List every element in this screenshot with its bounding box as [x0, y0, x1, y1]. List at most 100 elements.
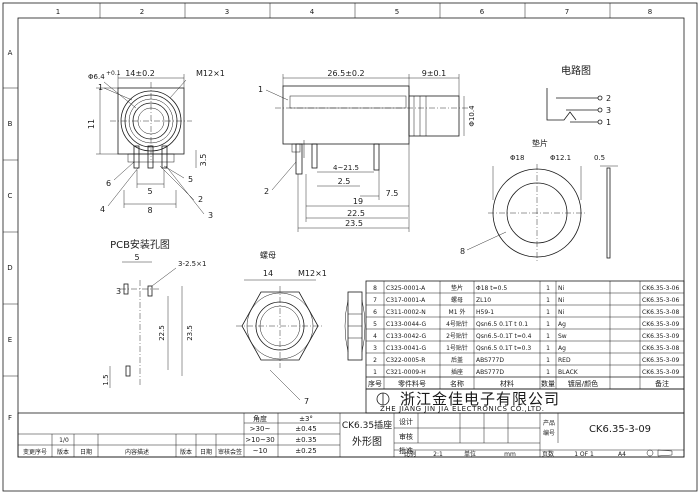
bom-cell-no: 1 [373, 369, 377, 376]
title-block: 角度 ±3° >30~ ±0.45 >10~30 ±0.35 ~10 ±0.25… [17, 412, 685, 458]
dim-front-base: 8 [147, 206, 152, 215]
dim-side-f: 23.5 [345, 219, 363, 228]
zone-labels-side: A B C D E F [7, 49, 12, 422]
zone-label: C [8, 192, 13, 200]
bom-cell-note: CK6.35-3-08 [642, 345, 679, 352]
callout-side-1: 1 [258, 85, 263, 94]
dim-front-pin-gap: 5 [147, 187, 152, 196]
dim-washer-outer: Φ18 [510, 154, 524, 162]
bom-cell-no: 2 [373, 357, 377, 364]
callout-2: 2 [198, 195, 203, 204]
circuit-title: 电路图 [561, 64, 591, 77]
bom-cell-no: 5 [373, 321, 377, 328]
bom-header-code: 零件料号 [398, 379, 426, 388]
tol-range-1: >30~ [250, 425, 271, 433]
tol-head-b: ±3° [299, 415, 313, 423]
dim-front-width: 14±0.2 [125, 69, 155, 78]
bom-cell-qty: 1 [546, 345, 550, 352]
bom-cell-spec: Φ18 t=0.5 [476, 285, 507, 292]
tol-value-2: ±0.35 [295, 436, 316, 444]
circuit-pin-3: 3 [606, 106, 611, 115]
zone-label: D [7, 264, 12, 272]
label-review: 审核 [399, 432, 413, 441]
bom-cell-code: C133-0041-G [386, 345, 426, 352]
bom-header-spec: 材料 [500, 379, 514, 388]
zone-label: A [8, 49, 13, 57]
bom-header-note: 备注 [655, 379, 669, 388]
zone-label: 8 [648, 8, 652, 16]
bom-cell-name: 4号贴针 [446, 320, 468, 328]
bom-cell-name: 后盖 [451, 356, 463, 364]
bom-cell-code: C133-0042-G [386, 333, 426, 340]
bom-header-qty: 数量 [541, 379, 555, 388]
zone-label: 1 [56, 8, 60, 16]
zone-label: 5 [395, 8, 399, 16]
washer-title: 垫片 [532, 138, 548, 148]
company-banner: 浙江金佳电子有限公司 ZHE JIANG JIN JIA ELECTRONICS… [365, 388, 685, 414]
bom-cell-note: CK6.35-3-09 [642, 333, 679, 340]
side-body [282, 85, 410, 145]
bom-cell-spec: ABS777D [476, 369, 504, 376]
bom-cell-mat: Ag [558, 321, 566, 328]
dim-side-body: 26.5±0.2 [327, 69, 364, 78]
bom-cell-spec: ZL10 [476, 297, 491, 304]
zone-ticks [3, 3, 611, 377]
rev-header-3: 日期 [80, 448, 92, 456]
bom-cell-name: 垫片 [451, 284, 463, 292]
dim-pcb-slot: 3-2.5×1 [178, 260, 206, 268]
part-label2: 编号 [543, 429, 555, 437]
bom-cell-code: C322-0005-R [386, 357, 425, 364]
dim-front-thread: M12×1 [196, 69, 225, 78]
bom-cell-code: C321-0009-H [386, 369, 426, 376]
bom-cell-note: CK6.35-3-09 [642, 369, 679, 376]
projection-symbol-icon [646, 449, 654, 457]
front-view: 14±0.2 M12×1 Φ6.4 +0.1 11 3.5 5 8 1 6 4 … [87, 69, 225, 220]
bom-cell-spec: H59-1 [476, 309, 494, 316]
size-value: A4 [618, 451, 626, 458]
sheet-value: 1 OF 1 [574, 451, 594, 458]
rev-header-6: 日期 [200, 448, 212, 456]
dim-side-nose: 9±0.1 [422, 69, 447, 78]
dim-pcb-3: 3 [116, 287, 121, 296]
dim-washer-inner: Φ12.1 [550, 154, 571, 162]
rev-header-1: 变更序号 [23, 448, 47, 456]
nut-title: 螺母 [260, 250, 276, 260]
bom-cell-name: 2号贴针 [446, 332, 468, 340]
callout-nut-7: 7 [304, 397, 309, 406]
rev-small: 1/0 [59, 437, 69, 444]
bom-cell-name: 螺母 [451, 296, 463, 304]
tol-head-a: 角度 [253, 414, 267, 423]
callout-side-2: 2 [264, 187, 269, 196]
circuit-pin-2: 2 [606, 94, 611, 103]
nut-view: 螺母 14 M12×1 7 [236, 250, 366, 406]
bom-cell-spec: ABS777D [476, 357, 504, 364]
bom-cell-name: M1 外 [449, 308, 466, 316]
dim-front-hole-tol: +0.1 [106, 70, 121, 77]
company-name-en: ZHE JIANG JIN JIA ELECTRONICS CO.,LTD. [380, 405, 545, 413]
bom-cell-note: CK6.35-3-08 [642, 309, 679, 316]
dim-side-d: 19 [353, 197, 363, 206]
side-view: 26.5±0.2 9±0.1 Φ10.4 4~21.5 2.5 7.5 19 2… [258, 69, 476, 232]
bom-cell-qty: 1 [546, 321, 550, 328]
callout-4: 4 [100, 205, 105, 214]
dim-side-dia: Φ10.4 [468, 105, 476, 127]
zone-label: 3 [225, 8, 229, 16]
product-name-1: CK6.35插座 [342, 419, 392, 431]
scale-value: 2:1 [433, 451, 443, 458]
washer-view: 垫片 Φ18 Φ12.1 0.5 8 [460, 138, 618, 262]
circuit-pin-1: 1 [606, 118, 611, 127]
zone-labels-top: 1 2 3 4 5 6 7 8 [56, 8, 652, 16]
bom-cell-qty: 1 [546, 369, 550, 376]
bom-cell-no: 7 [373, 297, 377, 304]
product-name-2: 外形图 [352, 436, 382, 448]
bom-cell-code: C317-0001-A [386, 297, 426, 304]
dim-pcb-1-5: 1.5 [102, 374, 110, 385]
bom-cell-no: 4 [373, 333, 377, 340]
bom-cell-spec: Qsn6.5 0.1T t=0.3 [476, 345, 531, 352]
tol-value-3: ±0.25 [295, 447, 316, 455]
bom-cell-no: 6 [373, 309, 377, 316]
dim-side-a: 4~21.5 [333, 164, 359, 172]
